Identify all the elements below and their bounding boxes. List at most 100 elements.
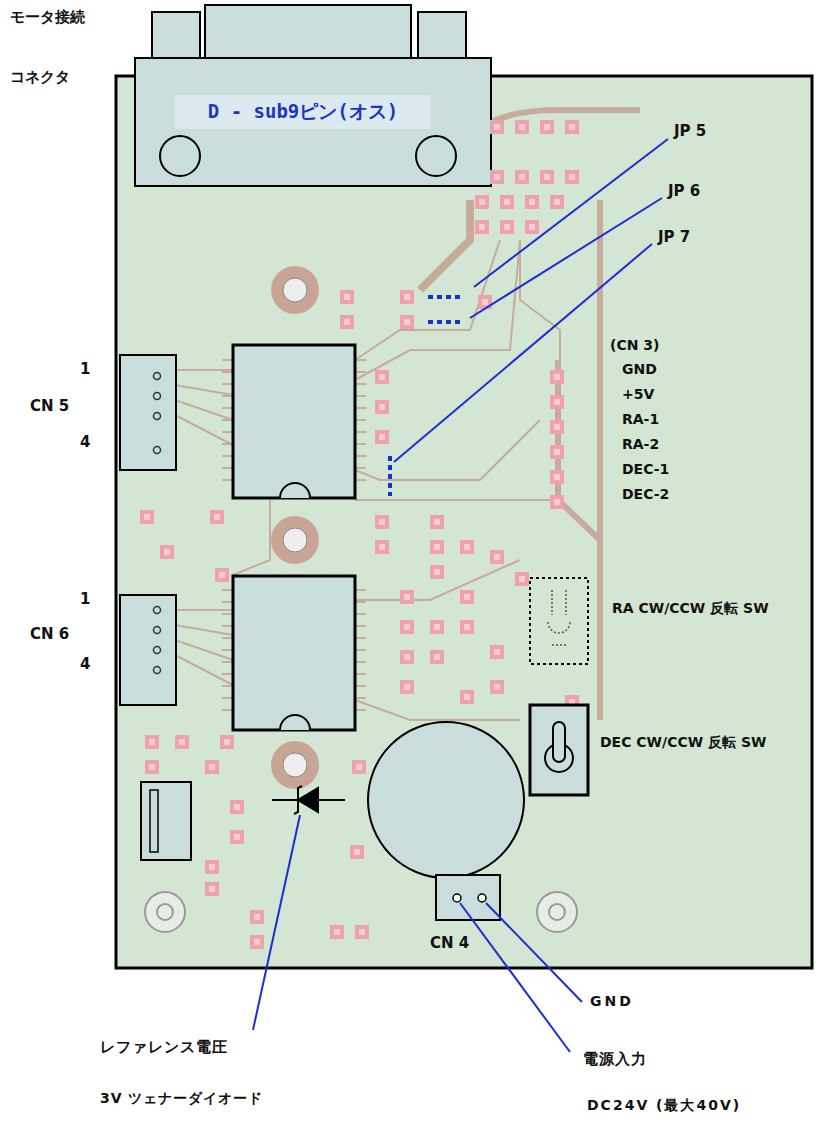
pad	[550, 195, 564, 209]
pad	[400, 650, 414, 664]
pad	[400, 315, 414, 329]
connector-name: CN 6	[30, 625, 69, 643]
pad	[250, 935, 264, 949]
pin	[154, 447, 161, 454]
pad	[375, 515, 389, 529]
driver-ic	[233, 576, 355, 730]
pad	[220, 735, 234, 749]
trace	[233, 500, 270, 575]
ic-pins-left	[222, 590, 233, 710]
capacitor	[368, 722, 524, 878]
pad	[490, 680, 504, 694]
pad	[550, 370, 564, 384]
toggle-lever	[553, 722, 565, 762]
pin-name: DEC-1	[622, 461, 669, 478]
part-name: コネクタ	[10, 68, 70, 86]
jumper-name: JP 6	[668, 182, 700, 200]
pad	[145, 735, 159, 749]
pad	[205, 760, 219, 774]
pad	[355, 925, 369, 939]
pad	[375, 400, 389, 414]
pad	[540, 120, 554, 134]
trace	[597, 200, 603, 720]
pin	[154, 413, 161, 420]
jumper-jp7	[388, 456, 392, 496]
note: レファレンス電圧	[100, 1038, 228, 1056]
note: 3V ツェナーダイオード	[100, 1090, 263, 1107]
pad	[210, 510, 224, 524]
pad	[460, 590, 474, 604]
pad	[490, 550, 504, 564]
ic-notch	[280, 715, 310, 730]
pin-number: 4	[80, 433, 90, 451]
pad	[430, 565, 444, 579]
pad	[500, 195, 514, 209]
pad	[250, 910, 264, 924]
pin	[154, 627, 161, 634]
trace	[175, 609, 233, 611]
header-cn5	[120, 355, 176, 470]
connector-shell	[205, 5, 411, 65]
mount-holes	[145, 266, 577, 932]
pad	[430, 515, 444, 529]
pin-name: RA-2	[622, 436, 659, 453]
pad	[400, 290, 414, 304]
jumpers	[390, 297, 462, 496]
connector-flange	[152, 12, 200, 64]
pad	[515, 170, 529, 184]
trace	[355, 499, 560, 501]
pad	[340, 315, 354, 329]
pin-name: RA-1	[622, 411, 659, 428]
pin-name: GND	[622, 361, 657, 378]
pad	[525, 195, 539, 209]
trace	[355, 560, 520, 600]
leader-line	[486, 903, 582, 1002]
pad	[400, 620, 414, 634]
connector-label: D - sub9ピン(オス)	[208, 99, 398, 125]
jumper-name: JP 7	[658, 228, 690, 246]
trace	[558, 360, 600, 540]
dsub-body	[135, 58, 491, 186]
mount-hole	[283, 753, 307, 777]
pad	[460, 540, 474, 554]
pad	[375, 540, 389, 554]
pin	[478, 894, 486, 902]
pad	[230, 800, 244, 814]
pad	[478, 295, 492, 309]
pads	[140, 120, 579, 949]
pin	[154, 607, 161, 614]
part-name: モータ接続	[10, 8, 85, 26]
pad	[160, 545, 174, 559]
switch-name: RA CW/CCW 反転 SW	[612, 600, 769, 617]
pad	[525, 220, 539, 234]
pad	[540, 170, 554, 184]
mount-hole	[416, 136, 456, 176]
pcb-board	[116, 76, 812, 968]
pad	[550, 445, 564, 459]
specification: DC24V (最大40V)	[587, 1097, 741, 1114]
jumper-name: JP 5	[674, 122, 706, 140]
pad	[400, 590, 414, 604]
pad	[352, 760, 366, 774]
leader-line	[253, 815, 300, 1030]
pin-number: 1	[80, 590, 90, 608]
mount-ring	[271, 516, 319, 564]
pad	[145, 760, 159, 774]
corner-hole	[549, 904, 565, 920]
ra-switch	[530, 578, 588, 664]
ic-notch	[280, 483, 310, 498]
pad	[565, 170, 579, 184]
driver-ic	[233, 345, 355, 498]
corner-hole	[145, 892, 185, 932]
pin	[154, 373, 161, 380]
diode-bar	[294, 786, 302, 814]
pad	[430, 650, 444, 664]
mount-ring	[271, 266, 319, 314]
mount-hole	[283, 528, 307, 552]
pad	[175, 735, 189, 749]
trace	[355, 240, 520, 380]
pin-name: GND	[590, 993, 634, 1010]
connector-name: (CN 3)	[610, 337, 659, 354]
pad	[490, 645, 504, 659]
leader-line	[460, 903, 570, 1052]
